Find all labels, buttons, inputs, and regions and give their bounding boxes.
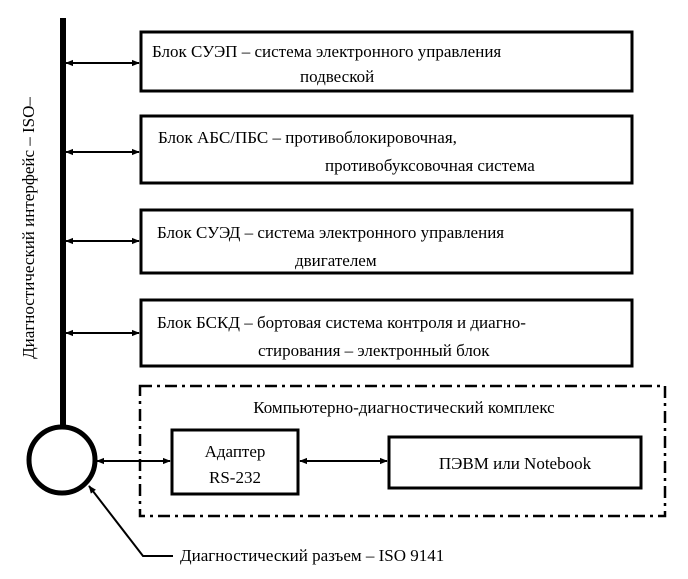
- adapter-box: Адаптер RS-232: [170, 428, 300, 496]
- block-suep-line1: Блок СУЭП – система электронного управле…: [152, 42, 501, 61]
- block-abs-line1: Блок АБС/ПБС – противоблокировочная,: [158, 128, 457, 147]
- adapter-line2: RS-232: [209, 468, 261, 487]
- block-suep-line2: подвеской: [300, 67, 374, 86]
- block-bskd-line2: стирования – электронный блок: [258, 341, 490, 360]
- block-sued-line1: Блок СУЭД – система электронного управле…: [157, 223, 504, 242]
- diagnostic-connector-circle: [26, 424, 98, 496]
- complex-boundary: [138, 384, 667, 518]
- block-bskd-line1: Блок БСКД – бортовая система контроля и …: [157, 313, 526, 332]
- block-abs-line2: противобуксовочная система: [325, 156, 535, 175]
- adapter-line1: Адаптер: [205, 442, 266, 461]
- block-abs: Блок АБС/ПБС – противоблокировочная, про…: [139, 114, 634, 185]
- bus-label: Диагностический интерфейс – ISO–: [19, 97, 38, 359]
- connector-label: Диагностический разъем – ISO 9141: [180, 546, 444, 565]
- pc-label: ПЭВМ или Notebook: [439, 454, 592, 473]
- complex-title: Компьютерно-диагностический комплекс: [253, 398, 555, 417]
- block-bskd: Блок БСКД – бортовая система контроля и …: [139, 298, 634, 368]
- block-sued-line2: двигателем: [295, 251, 377, 270]
- block-sued: Блок СУЭД – система электронного управле…: [139, 208, 634, 275]
- block-suep: Блок СУЭП – система электронного управле…: [139, 30, 634, 93]
- pc-box: ПЭВМ или Notebook: [387, 435, 643, 490]
- connector-leader-line: [88, 485, 173, 557]
